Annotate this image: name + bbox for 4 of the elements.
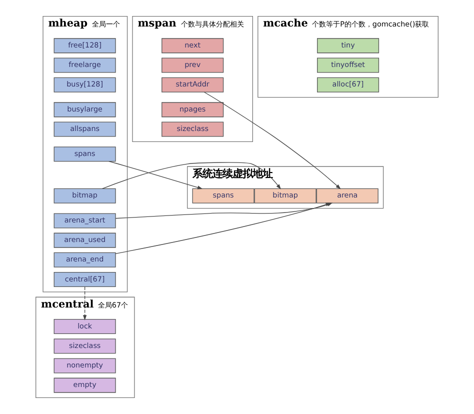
arrow [102, 162, 281, 190]
arrow [204, 92, 341, 190]
arrow [82, 286, 87, 320]
arrow [108, 160, 203, 190]
